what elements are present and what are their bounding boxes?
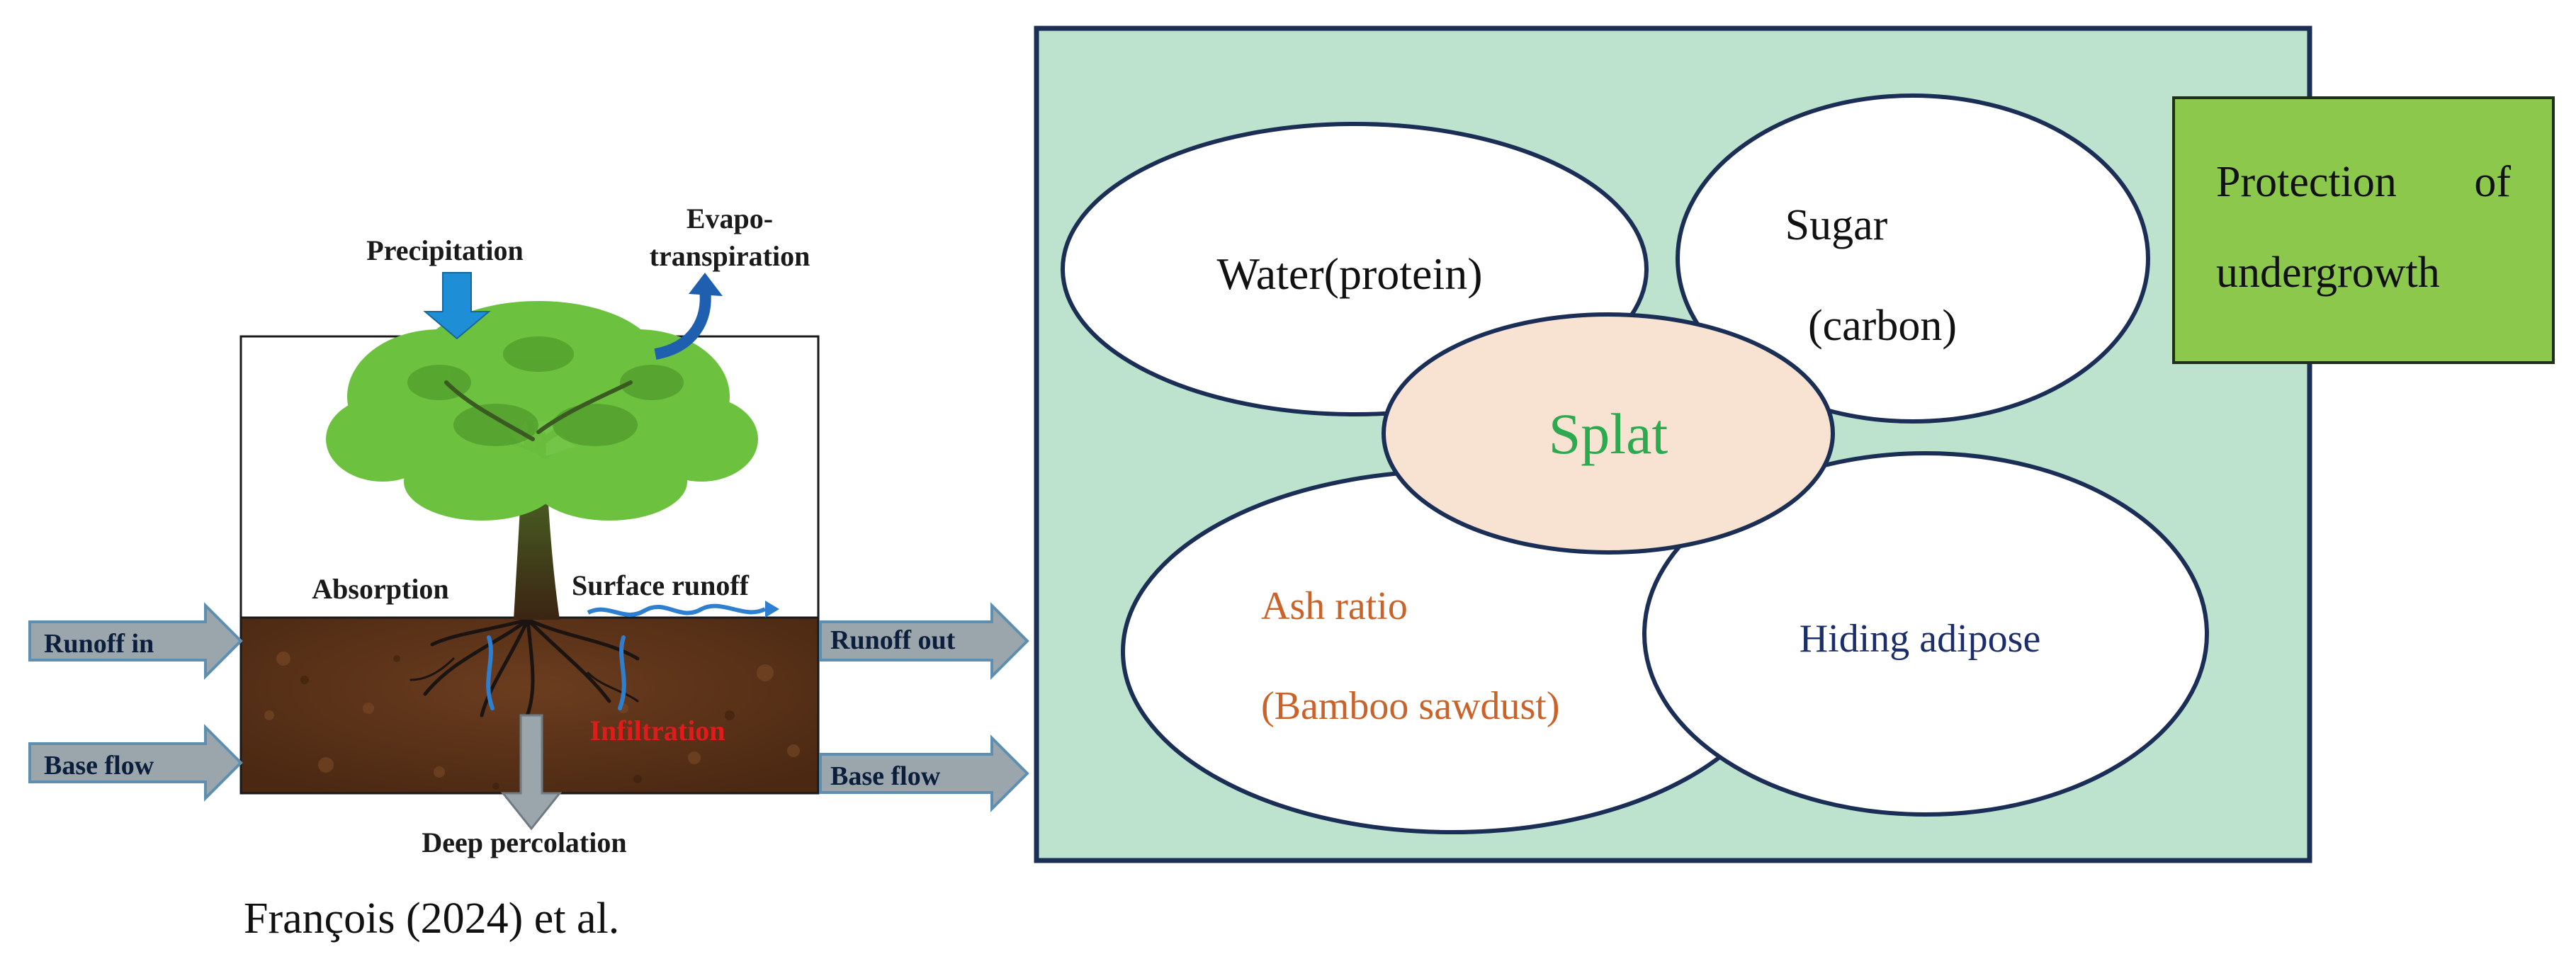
runoff-out-arrow	[819, 602, 1029, 680]
protection-of-undergrowth-box: Protection of undergrowth	[2172, 96, 2555, 364]
citation-text: François (2024) et al.	[244, 895, 620, 943]
splat-ellipse	[1382, 312, 1835, 555]
hydrology-panel: Precipitation Evapo- transpiration Absor…	[28, 203, 1029, 858]
runoff-in-label: Runoff in	[44, 629, 154, 659]
runoff-out-label: Runoff out	[830, 625, 956, 655]
ash-label-line2: (Bamboo sawdust)	[1261, 684, 1560, 728]
base-flow-left-arrow	[28, 724, 243, 802]
splat-label: Splat	[1549, 402, 1668, 466]
evapo-label-line1: Evapo-	[687, 203, 773, 234]
evapo-label-line2: transpiration	[650, 240, 810, 272]
precipitation-arrow	[423, 272, 491, 340]
sugar-label-line2: (carbon)	[1808, 302, 1957, 350]
hiding-ellipse	[1642, 451, 2209, 817]
ash-label-line1: Ash ratio	[1261, 584, 1408, 628]
deep-percolation-label: Deep percolation	[422, 827, 626, 858]
sugar-label-line1: Sugar	[1785, 201, 1888, 249]
base-flow-right-label: Base flow	[830, 761, 941, 791]
base-flow-right-arrow	[819, 734, 1029, 812]
absorption-label: Absorption	[312, 573, 448, 605]
surface-runoff-wave	[587, 603, 767, 617]
undergrowth-word: undergrowth	[2216, 249, 2440, 297]
deep-percolation-arrow	[500, 714, 563, 831]
splat-panel: Water(protein) Sugar (carbon) Splat Ash …	[1034, 25, 2312, 863]
infiltration-label: Infiltration	[589, 715, 725, 746]
base-flow-left-label: Base flow	[44, 751, 154, 780]
tree-roots	[409, 618, 640, 725]
runoff-in-arrow	[28, 602, 243, 680]
precipitation-label: Precipitation	[366, 234, 523, 266]
protection-word: Protection	[2216, 158, 2397, 206]
infiltration-streams	[486, 635, 626, 710]
evapotranspiration-arrow	[654, 273, 723, 360]
sugar-ellipse	[1676, 93, 2150, 424]
water-label: Water(protein)	[1216, 249, 1482, 299]
hiding-label: Hiding adipose	[1800, 617, 2041, 661]
surface-runoff-label: Surface runoff	[572, 569, 750, 601]
of-word: of	[2474, 158, 2511, 206]
